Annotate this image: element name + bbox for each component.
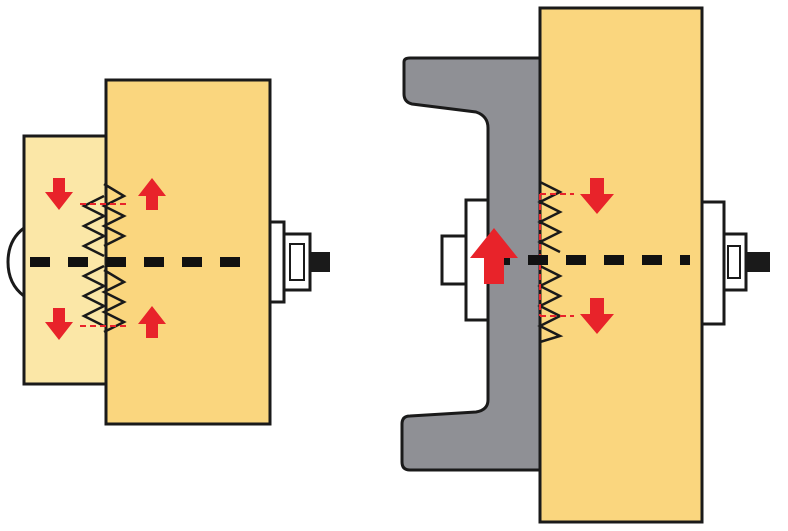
- left-bolt-tail: [310, 252, 330, 272]
- left-assembly: [6, 78, 330, 426]
- left-washer: [268, 220, 286, 304]
- right-right-washer: [700, 200, 726, 326]
- left-arrow-bottom-left-down: [45, 308, 73, 340]
- front-timber: [104, 78, 272, 426]
- left-arrow-top-right-up: [138, 178, 166, 210]
- left-toothed-plate-lower-right: [101, 268, 127, 334]
- left-nut-face: [289, 243, 305, 281]
- right-arrow-steel-up: [470, 228, 518, 284]
- right-arrow-bottom-down: [580, 298, 614, 334]
- left-toothed-plate-upper-right: [101, 182, 127, 248]
- left-arrow-bottom-right-up: [138, 306, 166, 338]
- right-arrow-top-down: [580, 178, 614, 214]
- left-toothed-plate-lower: [81, 264, 107, 328]
- left-toothed-plate-upper: [81, 194, 107, 258]
- right-toothed-plate-upper: [537, 180, 563, 254]
- left-arrow-top-left-down: [45, 178, 73, 210]
- right-bolt-tail: [746, 252, 770, 272]
- right-left-nut: [440, 234, 468, 286]
- right-right-nut-face: [727, 245, 741, 279]
- right-assembly: [400, 6, 770, 524]
- left-bolt-head: [6, 224, 26, 300]
